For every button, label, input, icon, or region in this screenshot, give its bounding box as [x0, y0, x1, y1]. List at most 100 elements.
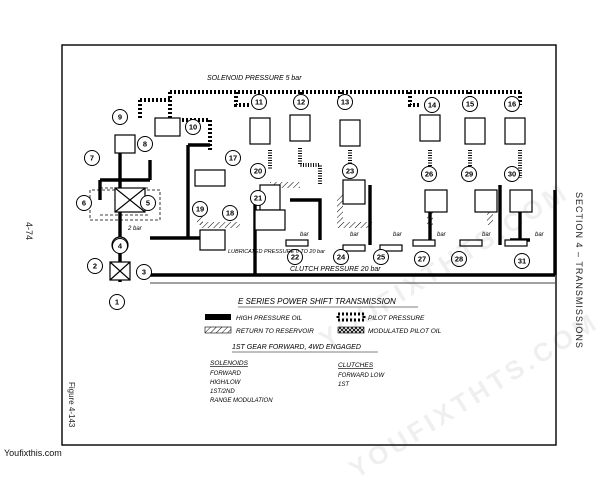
hydraulic-schematic: 1234567891011121314151617181920212223242… — [61, 44, 557, 446]
callout-circle — [76, 195, 92, 211]
callout-number: 14 — [428, 101, 437, 110]
callout-circle — [342, 163, 358, 179]
clutch-item: 1ST — [338, 382, 350, 388]
callout-5: 5 — [140, 195, 156, 211]
callout-circle — [514, 253, 530, 269]
callout-circle — [424, 97, 440, 113]
callout-20: 20 — [250, 163, 266, 179]
callout-number: 23 — [346, 167, 354, 176]
callout-25: 25 — [373, 249, 389, 265]
bar-label-6: bar — [535, 232, 545, 238]
callout-8: 8 — [137, 136, 153, 152]
callout-10: 10 — [185, 119, 201, 135]
legend-label-high-pressure: HIGH PRESSURE OIL — [236, 315, 302, 322]
legend-label-modulated: MODULATED PILOT OIL — [368, 328, 442, 335]
callout-24: 24 — [333, 249, 349, 265]
callout-number: 4 — [118, 242, 123, 251]
callout-18: 18 — [222, 205, 238, 221]
legend-label-pilot: PILOT PRESSURE — [368, 315, 425, 322]
bar-label-4: bar — [437, 232, 447, 238]
legend-swatch-high-pressure — [205, 314, 231, 320]
callout-15: 15 — [462, 96, 478, 112]
callout-number: 29 — [465, 170, 473, 179]
callout-number: 13 — [341, 98, 349, 107]
callout-4: 4 — [112, 238, 128, 254]
lubricated-pressure-label: LUBRICATED PRESSURE 0 TO 20 bar — [228, 249, 326, 255]
callout-number: 26 — [425, 170, 433, 179]
callout-circle — [414, 251, 430, 267]
legend: E SERIES POWER SHIFT TRANSMISSION HIGH P… — [204, 297, 442, 404]
footer-site: Youfixthis.com — [4, 448, 62, 458]
callout-circle — [373, 249, 389, 265]
callout-circle — [333, 249, 349, 265]
callout-circle — [287, 249, 303, 265]
callout-number: 16 — [508, 100, 516, 109]
callout-13: 13 — [337, 94, 353, 110]
callout-circle — [84, 150, 100, 166]
callout-29: 29 — [461, 166, 477, 182]
bar-label-2: bar — [350, 232, 360, 238]
solenoid-item: HIGH/LOW — [210, 380, 242, 386]
solenoid-item: FORWARD — [210, 371, 241, 377]
callout-2: 2 — [87, 258, 103, 274]
callout-7: 7 — [84, 150, 100, 166]
legend-swatch-pilot — [336, 312, 366, 322]
callout-31: 31 — [514, 253, 530, 269]
bar-label-3: bar — [393, 232, 403, 238]
solenoid-pressure-label: SOLENOID PRESSURE 5 bar — [207, 75, 302, 82]
engaged-text: 1ST GEAR FORWARD, 4WD ENGAGED — [232, 344, 361, 351]
two-bar-label: 2 bar — [127, 226, 143, 232]
callout-1: 1 — [109, 294, 125, 310]
callout-circle — [192, 201, 208, 217]
callout-17: 17 — [225, 150, 241, 166]
callout-circle — [112, 238, 128, 254]
callout-14: 14 — [424, 97, 440, 113]
callout-circle — [250, 163, 266, 179]
high-pressure-lines — [98, 143, 557, 282]
callout-number: 19 — [196, 205, 204, 214]
callout-number: 28 — [455, 255, 463, 264]
callout-circle — [451, 251, 467, 267]
callout-number: 22 — [291, 253, 299, 262]
callout-number: 8 — [143, 140, 147, 149]
bar-label-5: bar — [482, 232, 492, 238]
legend-swatch-modulated — [337, 326, 365, 334]
callout-circle — [87, 258, 103, 274]
callout-19: 19 — [192, 201, 208, 217]
callout-number: 1 — [115, 298, 119, 307]
callout-circle — [504, 96, 520, 112]
callout-30: 30 — [504, 166, 520, 182]
callout-number: 17 — [229, 154, 237, 163]
callout-number: 20 — [254, 167, 262, 176]
callout-27: 27 — [414, 251, 430, 267]
clutch-item: FORWARD LOW — [338, 373, 385, 379]
callout-16: 16 — [504, 96, 520, 112]
callout-number: 12 — [297, 98, 305, 107]
callout-number: 3 — [142, 268, 146, 277]
callout-6: 6 — [76, 195, 92, 211]
callout-circle — [504, 166, 520, 182]
callout-28: 28 — [451, 251, 467, 267]
callout-number: 27 — [418, 255, 426, 264]
callout-number: 25 — [377, 253, 385, 262]
callout-23: 23 — [342, 163, 358, 179]
callout-number: 31 — [518, 257, 526, 266]
callout-number: 15 — [466, 100, 474, 109]
bar-label-1: bar — [300, 232, 310, 238]
callout-number: 5 — [146, 199, 150, 208]
callout-22: 22 — [287, 249, 303, 265]
callout-number: 18 — [226, 209, 234, 218]
callout-number: 6 — [82, 199, 86, 208]
callout-11: 11 — [251, 94, 267, 110]
callout-3: 3 — [136, 264, 152, 280]
solenoid-item: RANGE MODULATION — [210, 398, 273, 404]
callout-circle — [222, 205, 238, 221]
callout-circle — [136, 264, 152, 280]
callout-number: 30 — [508, 170, 516, 179]
callout-9: 9 — [112, 109, 128, 125]
callout-number: 2 — [93, 262, 97, 271]
callout-number: 11 — [255, 98, 263, 107]
callout-circle — [293, 94, 309, 110]
solenoids-title: SOLENOIDS — [210, 360, 249, 367]
